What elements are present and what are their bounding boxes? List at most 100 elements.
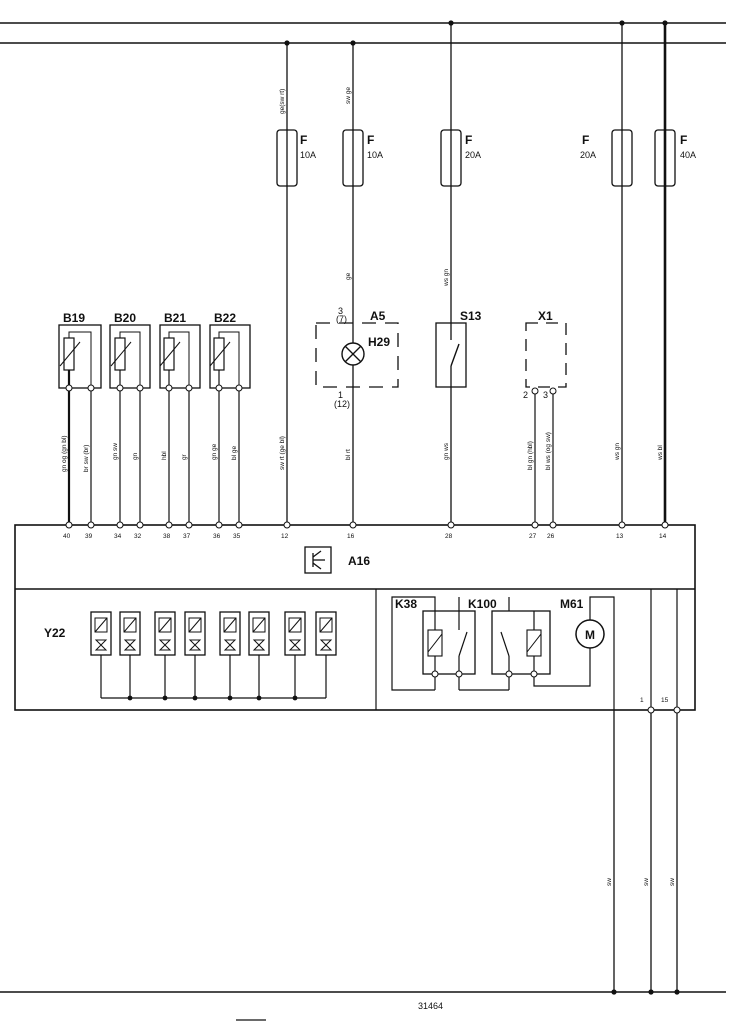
svg-text:16: 16: [347, 533, 355, 540]
fuse-2-rating: 10A: [367, 150, 383, 160]
svg-text:bl ge: bl ge: [231, 446, 238, 460]
svg-text:sw rt (ge bl): sw rt (ge bl): [279, 436, 286, 470]
h29-label: H29: [368, 335, 390, 349]
fuse-2-wire: sw ge: [345, 87, 352, 104]
svg-text:br sw (br): br sw (br): [83, 445, 90, 472]
svg-text:sw: sw: [643, 878, 650, 886]
m61-label: M61: [560, 597, 584, 611]
svg-text:gn: gn: [132, 452, 139, 460]
svg-text:bl rt: bl rt: [345, 449, 352, 460]
svg-text:28: 28: [445, 533, 453, 540]
bottom-busbar: [0, 989, 726, 995]
wire-label-a5-top: ge: [345, 272, 352, 280]
svg-text:34: 34: [114, 533, 122, 540]
solenoid-valve-icon: [248, 611, 270, 701]
x1-pin-3: 3: [543, 390, 548, 400]
svg-text:ws gn: ws gn: [614, 443, 621, 461]
x1-pin-2: 2: [523, 390, 528, 400]
fuse-3: F 20A: [440, 129, 481, 187]
svg-text:40: 40: [63, 533, 71, 540]
fuse-2-label: F: [367, 133, 374, 147]
footer-code: 31464: [418, 1001, 443, 1011]
fuse-2: F 10A sw ge: [342, 87, 383, 187]
fuse-3-label: F: [465, 133, 472, 147]
sensor-b19-label: B19: [63, 311, 85, 325]
relay-k38: K38: [391, 596, 476, 691]
solenoid-valve-icon: [315, 611, 337, 698]
solenoid-valve-icon: [154, 611, 176, 701]
k38-label: K38: [395, 597, 417, 611]
a5-pin-top-alt: (7): [336, 314, 347, 324]
svg-text:gn ws: gn ws: [443, 442, 450, 460]
bottom-output-wires: 1 15 sw sw sw: [606, 589, 681, 992]
motor-symbol: M: [585, 628, 595, 642]
solenoid-valve-icon: [219, 611, 241, 701]
fuse-1-rating: 10A: [300, 150, 316, 160]
svg-text:13: 13: [616, 533, 624, 540]
svg-text:38: 38: [163, 533, 171, 540]
fuse-5: F 40A: [654, 129, 696, 187]
switch-contact-icon: [450, 343, 460, 367]
svg-text:sw: sw: [606, 878, 613, 886]
solenoid-valve-icon: [184, 611, 206, 701]
relay-k100: K100: [458, 597, 591, 691]
sensor-b20: B20: [109, 311, 151, 389]
svg-text:ws bl: ws bl: [657, 445, 664, 461]
solenoid-valve-icon: [119, 611, 141, 701]
svg-text:bl ws (og sw): bl ws (og sw): [545, 432, 552, 470]
solenoid-valve-icon: [90, 611, 112, 698]
a16-pins: 40 39 34 32 38 37 36 35 12 16 28 27 26 1…: [63, 521, 669, 540]
sensor-b20-label: B20: [114, 311, 136, 325]
sensor-b21: B21: [159, 311, 201, 389]
svg-text:36: 36: [213, 533, 221, 540]
sensor-b19: B19: [58, 311, 102, 389]
fuse-5-label: F: [680, 133, 687, 147]
fuse-4-label: F: [582, 133, 589, 147]
motor-m61: M61 M: [560, 596, 615, 710]
svg-text:14: 14: [659, 533, 667, 540]
bottom-pin-1: 1: [640, 697, 644, 704]
y22-label: Y22: [44, 626, 66, 640]
fuse-1: F 10A ge(sw rt): [276, 89, 316, 187]
svg-text:gn sw: gn sw: [112, 443, 119, 460]
svg-text:32: 32: [134, 533, 142, 540]
wire-label-s13-top: ws gn: [443, 269, 450, 287]
svg-text:gn og (gn bl): gn og (gn bl): [61, 436, 68, 473]
feed-wires: [286, 23, 667, 525]
a5-pin-top: 3: [338, 306, 343, 316]
control-unit-a16: A16: [14, 524, 696, 711]
component-a5: A5 3 (7) 1 (12) H29: [315, 306, 399, 409]
sensor-b21-label: B21: [164, 311, 186, 325]
fuse-4-rating: 20A: [580, 150, 596, 160]
x1-label: X1: [538, 309, 553, 323]
relay-contact-icon: [500, 631, 510, 657]
s13-label: S13: [460, 309, 482, 323]
relay-contact-icon: [458, 631, 468, 657]
svg-text:27: 27: [529, 533, 537, 540]
lower-wire-labels: gn og (gn bl) br sw (br) gn sw gn hbl gr…: [61, 432, 664, 472]
a5-pin-bottom: 1: [338, 390, 343, 400]
fuse-1-wire: ge(sw rt): [279, 89, 286, 114]
svg-text:26: 26: [547, 533, 555, 540]
sensor-b22-label: B22: [214, 311, 236, 325]
a16-label: A16: [348, 554, 370, 568]
solenoid-valve-icon: [284, 611, 306, 701]
svg-text:gr: gr: [181, 453, 188, 460]
component-s13: S13: [435, 309, 482, 388]
k100-label: K100: [468, 597, 497, 611]
fuse-4: F 20A: [580, 129, 633, 187]
sensor-wires: [65, 370, 243, 525]
svg-text:39: 39: [85, 533, 93, 540]
svg-text:gn ge: gn ge: [211, 443, 218, 460]
svg-text:bl gn (hbl): bl gn (hbl): [527, 441, 534, 470]
sensor-b22: B22: [209, 311, 251, 389]
svg-text:35: 35: [233, 533, 241, 540]
top-busbars: [0, 20, 726, 46]
a5-label: A5: [370, 309, 386, 323]
bottom-pin-15: 15: [661, 697, 669, 704]
svg-text:12: 12: [281, 533, 289, 540]
svg-text:37: 37: [183, 533, 191, 540]
svg-text:hbl: hbl: [161, 451, 168, 460]
a5-pin-bottom-alt: (12): [334, 399, 350, 409]
component-x1: X1 2 3: [523, 309, 567, 525]
